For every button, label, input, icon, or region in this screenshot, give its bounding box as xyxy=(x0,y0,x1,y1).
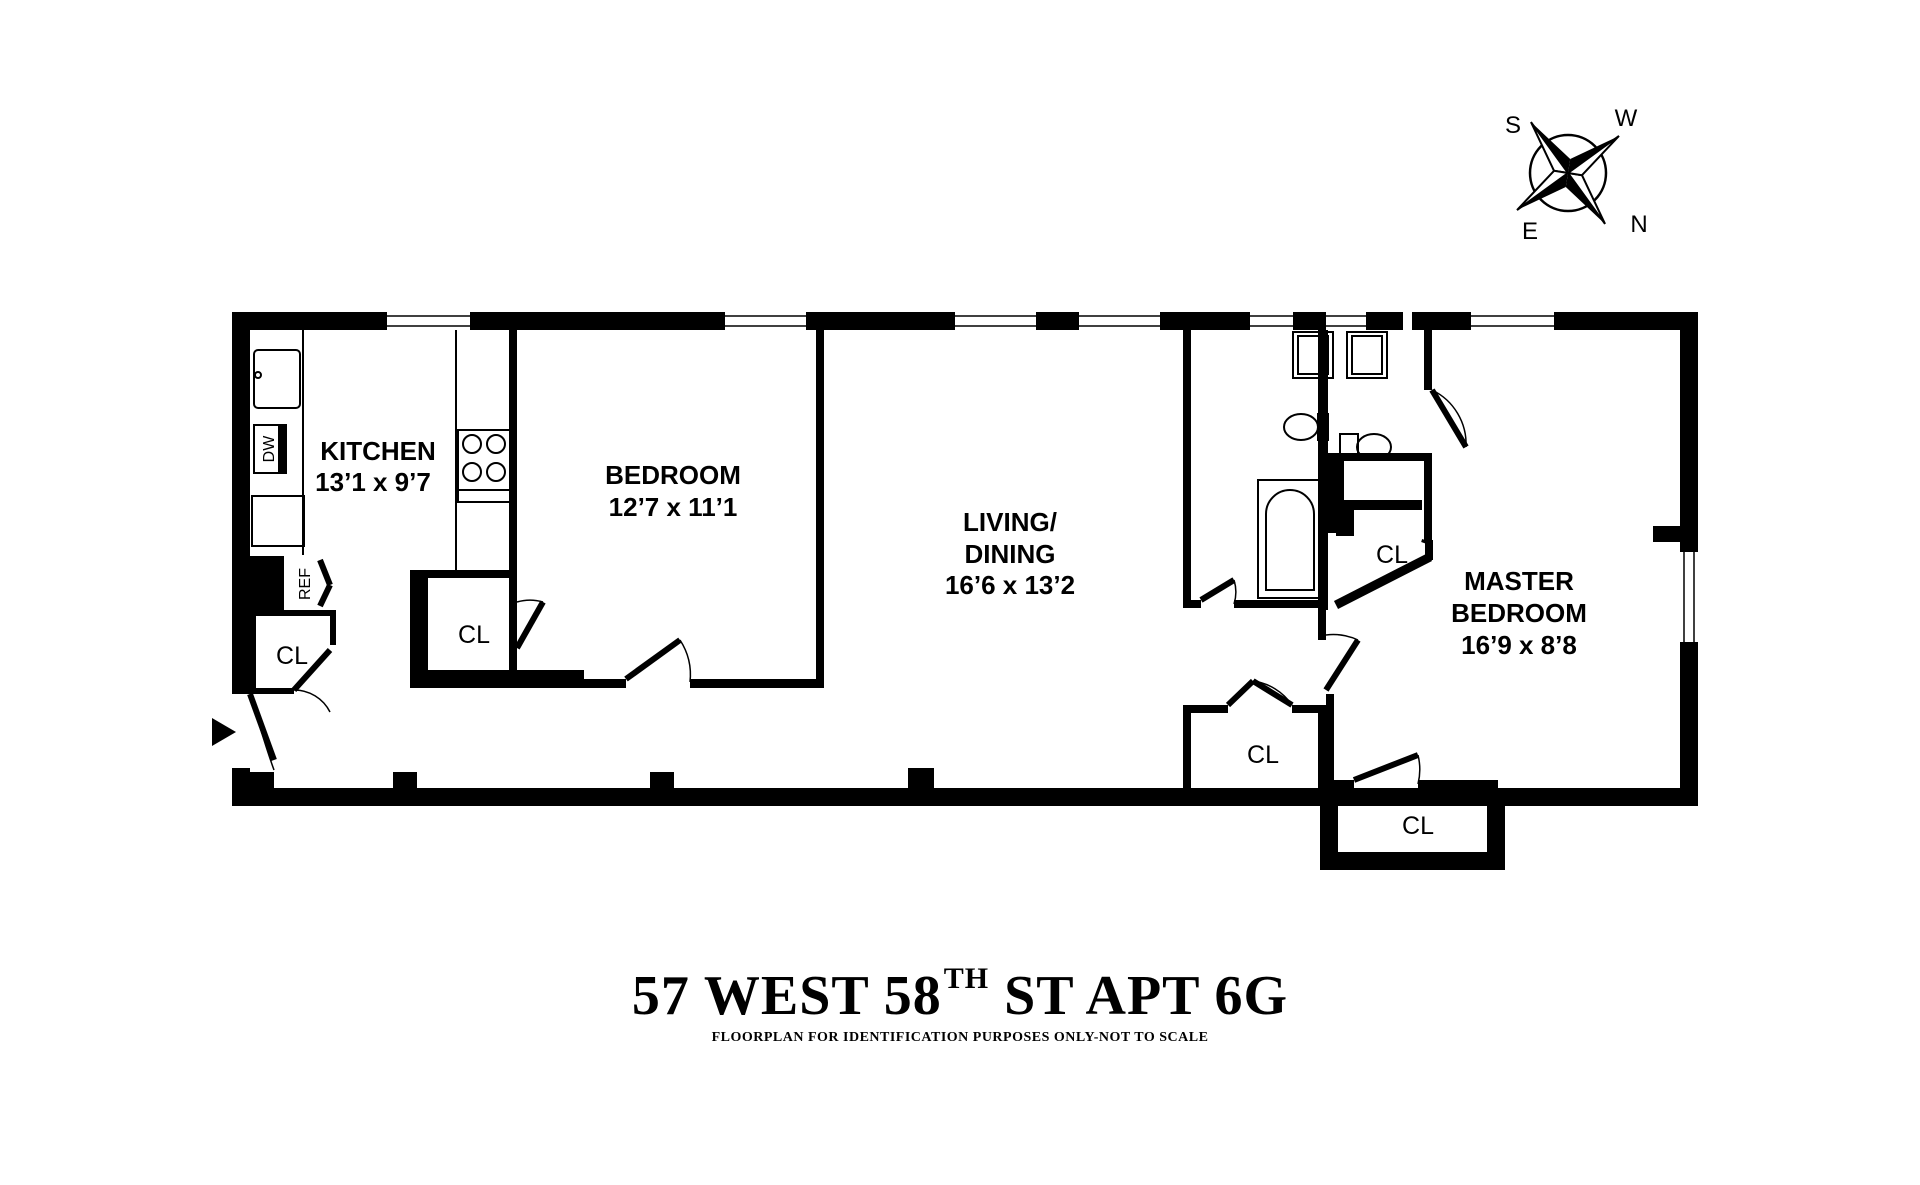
master-dims: 16’9 x 8’8 xyxy=(1461,630,1577,660)
closet-labels: CL CL CL CL CL xyxy=(276,541,1434,840)
walls xyxy=(232,312,1698,870)
closet-label-master: CL xyxy=(1402,812,1434,840)
living-label-line1: LIVING/ xyxy=(963,507,1057,537)
room-labels: KITCHEN 13’1 x 9’7 BEDROOM 12’7 x 11’1 L… xyxy=(315,436,1587,660)
disclaimer-subtitle: FLOORPLAN FOR IDENTIFICATION PURPOSES ON… xyxy=(711,1030,1209,1045)
entry-arrow-icon xyxy=(212,718,236,746)
kitchen-label: KITCHEN xyxy=(320,436,436,466)
master-label-line1: MASTER xyxy=(1464,566,1574,596)
compass-label-n: N xyxy=(1630,211,1647,238)
title-rest: ST APT 6G xyxy=(989,965,1289,1027)
kitchen-dims: 13’1 x 9’7 xyxy=(315,467,431,497)
bathroom-fixtures xyxy=(1257,331,1392,599)
closet-label-bath: CL xyxy=(1376,541,1408,569)
living-dims: 16’6 x 13’2 xyxy=(945,570,1075,600)
bedroom-label: BEDROOM xyxy=(605,460,741,490)
bedroom-dims: 12’7 x 11’1 xyxy=(609,492,738,522)
compass-label-w: W xyxy=(1615,105,1638,132)
dishwasher-base xyxy=(278,425,286,473)
master-label-line2: BEDROOM xyxy=(1451,598,1587,628)
compass-rose: S W E N xyxy=(1505,105,1648,245)
dishwasher-label: DW xyxy=(261,435,278,463)
compass-label-e: E xyxy=(1522,218,1538,245)
doors xyxy=(247,388,1469,785)
closet-label-bedroom: CL xyxy=(458,621,490,649)
closet-label-living: CL xyxy=(1247,741,1279,769)
closet-label-kitchen: CL xyxy=(276,642,308,670)
title-main: 57 WEST 58 xyxy=(631,965,942,1027)
compass-label-s: S xyxy=(1505,112,1521,139)
refrigerator-label: REF xyxy=(297,568,314,600)
title-superscript: TH xyxy=(943,962,990,995)
living-label-line2: DINING xyxy=(965,539,1056,569)
page-title: 57 WEST 58TH ST APT 6G xyxy=(0,962,1920,1028)
windows xyxy=(387,315,1695,642)
